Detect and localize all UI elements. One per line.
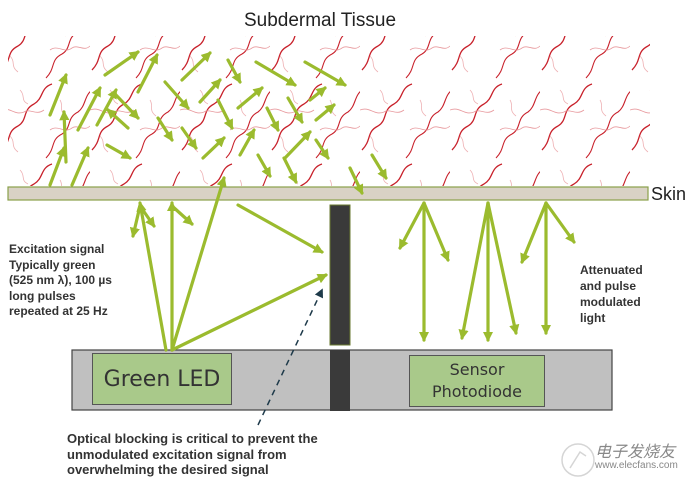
- optical-blocking-pointer: [257, 288, 323, 426]
- green-led-box: Green LED: [92, 353, 232, 405]
- optical-blocker-upper: [329, 204, 351, 346]
- skin-label: Skin: [651, 184, 687, 204]
- note-line: repeated at 25 Hz: [9, 304, 108, 318]
- note-line: overwhelming the desired signal: [67, 462, 269, 477]
- note-line: Excitation signal: [9, 242, 105, 256]
- green-led-label: Green LED: [103, 366, 221, 392]
- excitation-signal-note: Excitation signal Typically green (525 n…: [9, 242, 159, 320]
- led-emission-arrows: [129, 176, 328, 352]
- scattered-light-arrows: [48, 50, 388, 195]
- watermark-logo-icon: [561, 443, 595, 477]
- note-line: unmodulated excitation signal from: [67, 446, 287, 462]
- note-line: and pulse: [580, 279, 637, 293]
- watermark-url: www.elecfans.com: [595, 460, 678, 471]
- photodiode-label-line: Sensor: [449, 360, 505, 379]
- photodiode-label-line: Photodiode: [431, 382, 523, 401]
- note-line: Attenuated: [580, 263, 643, 277]
- tissue-title: Subdermal Tissue: [243, 10, 397, 31]
- optical-blocker-lower: [330, 350, 350, 411]
- note-line: long pulses: [9, 288, 76, 303]
- watermark-text: 电子发烧友: [595, 444, 676, 461]
- note-line: modulated: [580, 295, 641, 309]
- skin-layer: [7, 186, 649, 201]
- reflected-light-arrows: [398, 201, 576, 343]
- note-line: (525 nm λ), 100 µs: [9, 273, 112, 287]
- note-line: Typically green: [9, 257, 96, 272]
- optical-blocking-note: Optical blocking is critical to prevent …: [67, 431, 367, 478]
- note-line: light: [580, 311, 606, 325]
- note-line: Optical blocking is critical to prevent …: [67, 431, 318, 446]
- sensor-photodiode-box: Sensor Photodiode: [409, 355, 545, 407]
- attenuated-light-note: Attenuated and pulse modulated light: [580, 262, 680, 326]
